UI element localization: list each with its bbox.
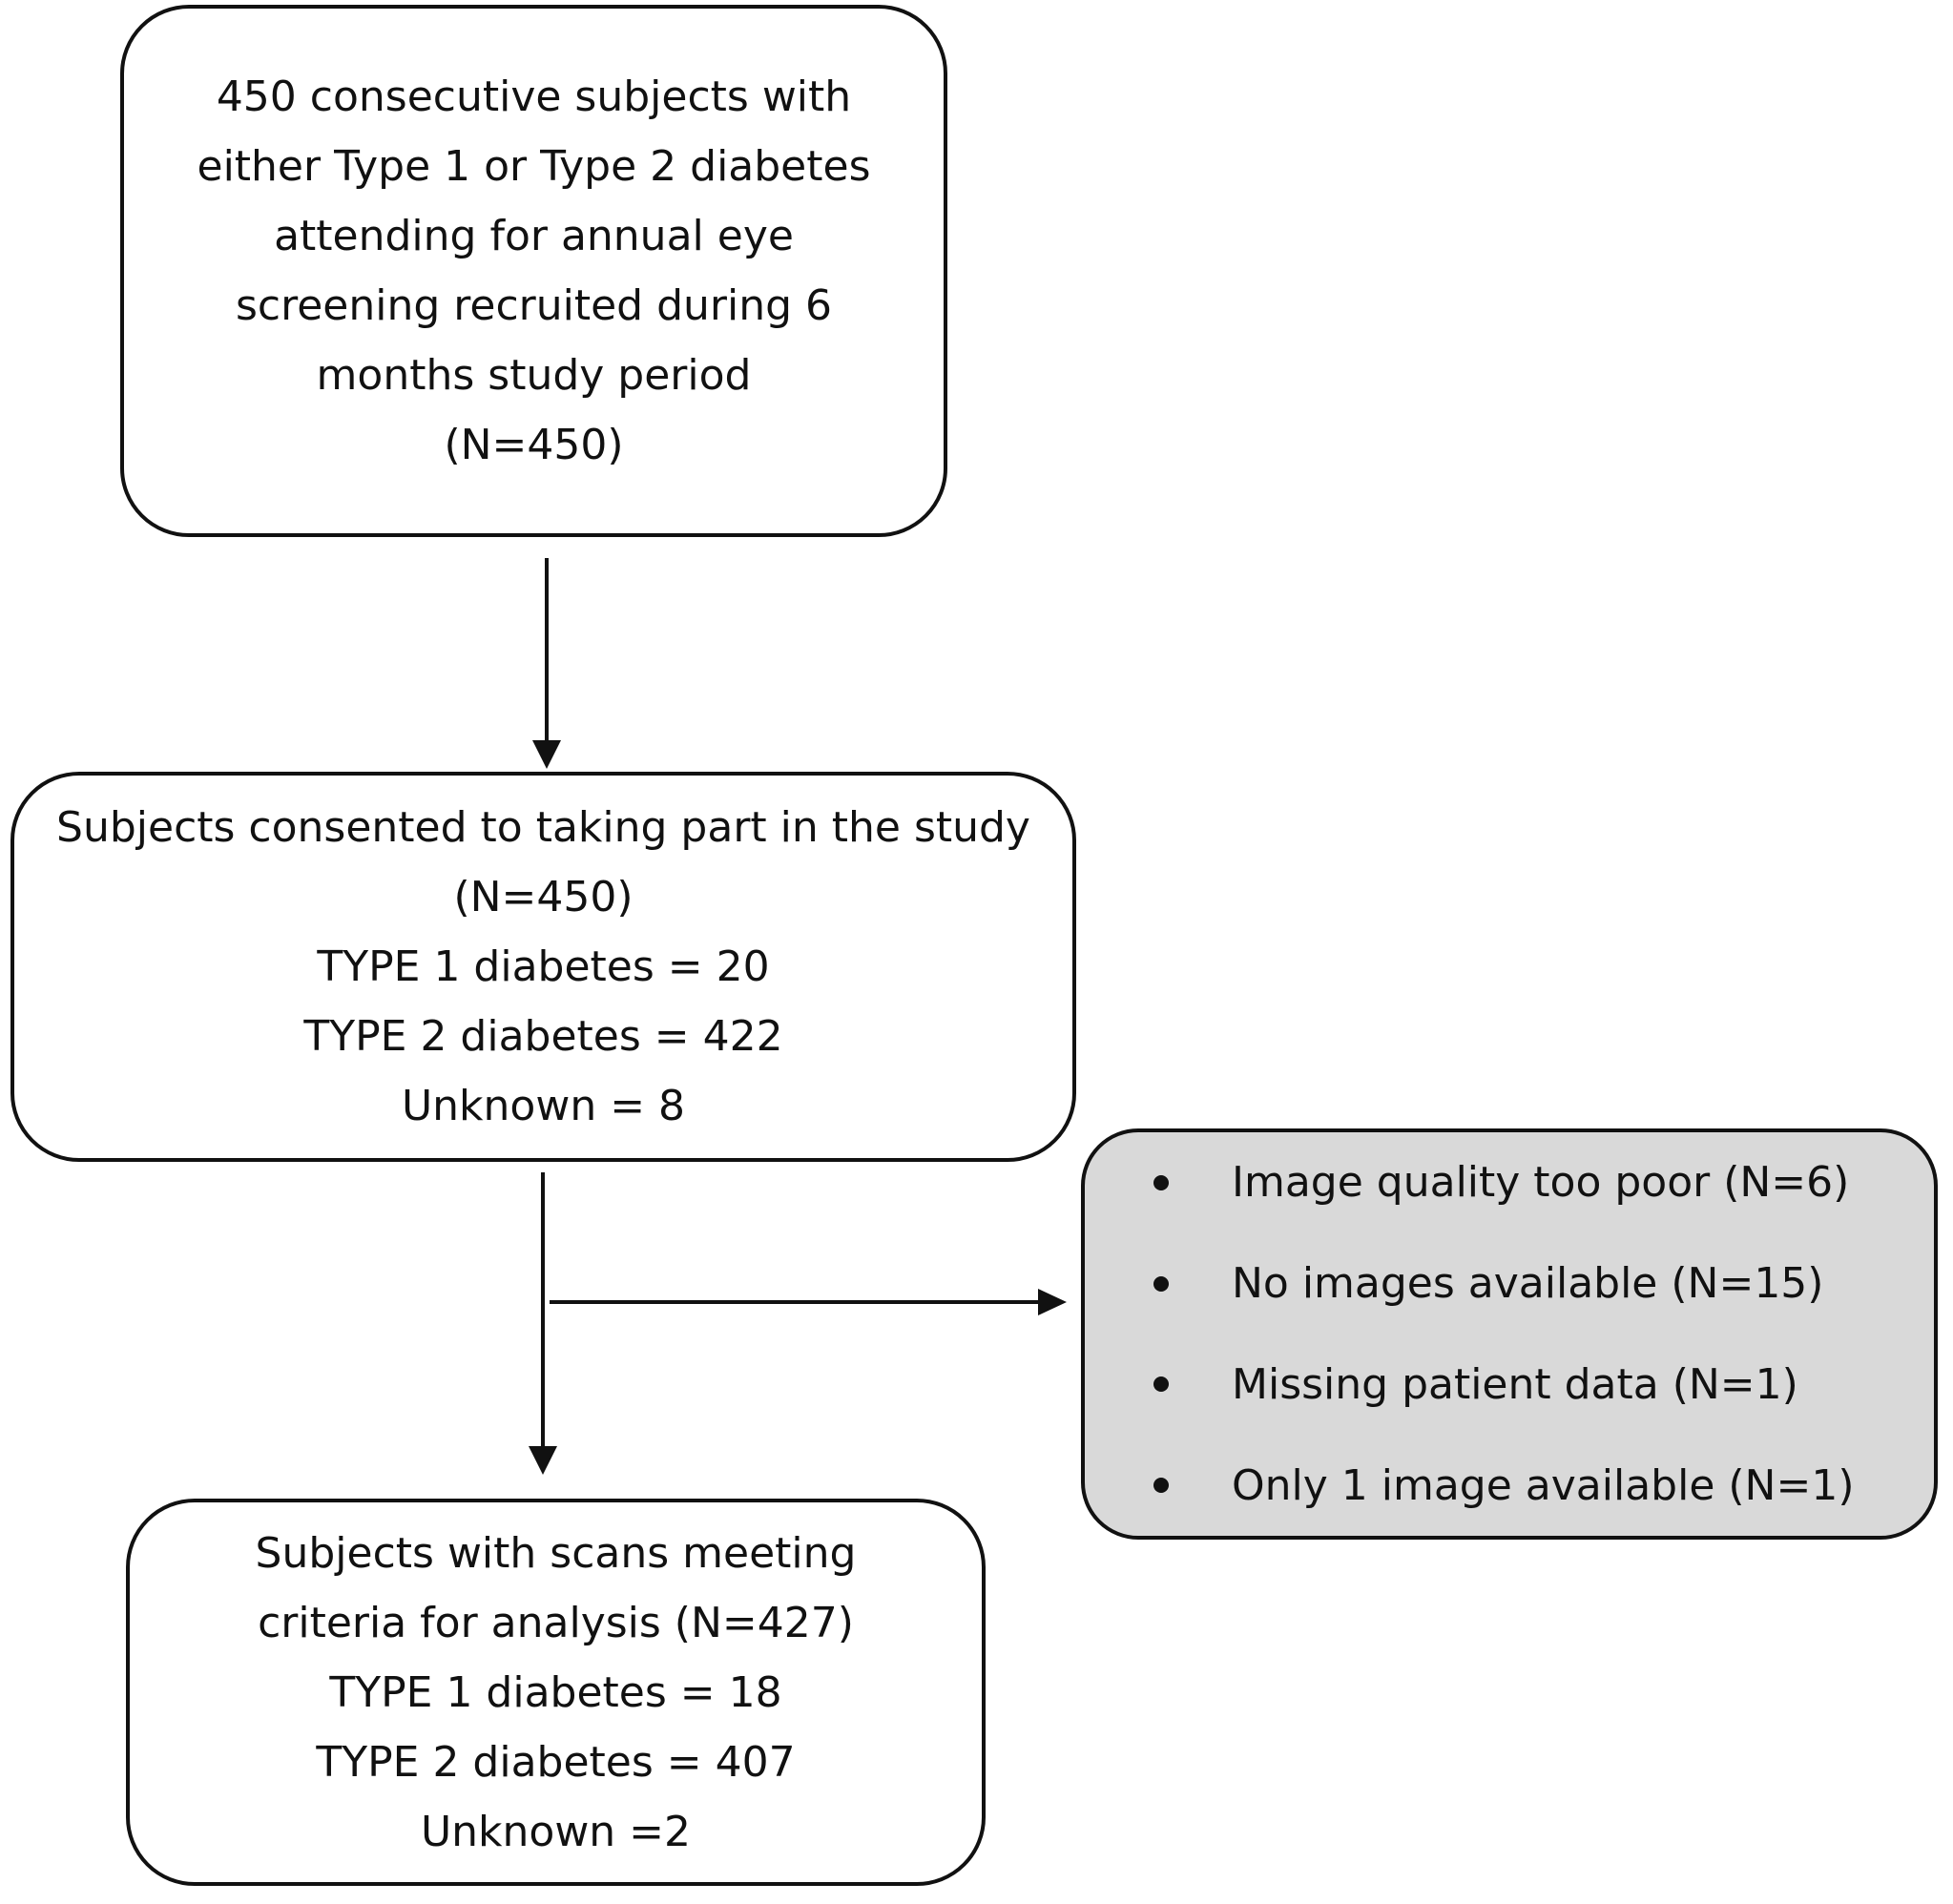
arrow-head-consented (532, 740, 561, 769)
bullet-icon (1153, 1174, 1169, 1190)
arrow-head-analysis (529, 1446, 557, 1475)
box-text-line: either Type 1 or Type 2 diabetes (197, 142, 871, 191)
box-text-line: criteria for analysis (N=427) (258, 1598, 854, 1647)
box-text-line: TYPE 2 diabetes = 407 (316, 1737, 796, 1787)
exclusion-item: Missing patient data (N=1) (1085, 1335, 1798, 1436)
exclusion-item: Only 1 image available (N=1) (1085, 1435, 1854, 1536)
box-text-line: months study period (316, 351, 752, 400)
consented-subjects-box: Subjects consented to taking part in the… (10, 772, 1076, 1162)
box-text-line: screening recruited during 6 (235, 281, 833, 330)
box-text-line: TYPE 1 diabetes = 20 (317, 942, 770, 991)
exclusion-item-label: Only 1 image available (N=1) (1232, 1460, 1855, 1510)
bullet-icon (1153, 1275, 1169, 1292)
bullet-icon (1153, 1478, 1169, 1494)
excluded-subjects-box: Image quality too poor (N=6) No images a… (1081, 1128, 1938, 1540)
exclusion-item-label: Image quality too poor (N=6) (1232, 1158, 1850, 1208)
box-text-line: Subjects consented to taking part in the… (56, 803, 1030, 852)
box-text-line: TYPE 2 diabetes = 422 (303, 1012, 783, 1061)
arrow-head-excluded (1038, 1289, 1067, 1315)
box-text-line: attending for annual eye (274, 212, 794, 260)
exclusion-item-label: No images available (N=15) (1232, 1259, 1824, 1309)
recruited-subjects-box: 450 consecutive subjects with either Typ… (120, 5, 947, 537)
box-text-line: (N=450) (453, 873, 634, 921)
box-text-line: Unknown =2 (420, 1807, 692, 1856)
box-text-line: Unknown = 8 (401, 1082, 686, 1130)
exclusion-item: No images available (N=15) (1085, 1233, 1823, 1335)
box-text-line: TYPE 1 diabetes = 18 (329, 1667, 782, 1717)
bullet-icon (1153, 1376, 1169, 1393)
box-text-line: Subjects with scans meeting (255, 1528, 857, 1578)
exclusion-item-label: Missing patient data (N=1) (1232, 1359, 1798, 1409)
box-text-line: (N=450) (444, 421, 624, 469)
exclusion-item: Image quality too poor (N=6) (1085, 1132, 1849, 1233)
analysis-subjects-box: Subjects with scans meeting criteria for… (126, 1499, 986, 1886)
box-text-line: 450 consecutive subjects with (216, 72, 852, 121)
